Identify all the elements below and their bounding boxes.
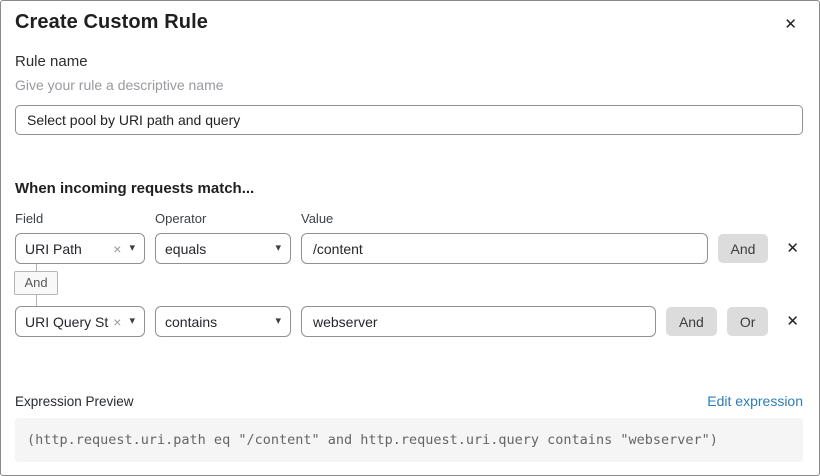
- chevron-down-icon: ▾: [129, 242, 135, 254]
- rule-name-label: Rule name: [15, 53, 88, 70]
- operator-select-value: contains: [165, 313, 218, 330]
- value-input[interactable]: [301, 306, 656, 338]
- dialog-header: Create Custom Rule ✕: [15, 11, 803, 34]
- rule-name-input[interactable]: [15, 105, 803, 135]
- field-select-value: URI Path: [25, 240, 82, 257]
- operator-select-value: equals: [165, 240, 207, 257]
- dialog-title: Create Custom Rule: [15, 11, 208, 33]
- connector-line: [35, 295, 37, 307]
- match-section: When incoming requests match... Field Op…: [14, 180, 803, 338]
- condition-row: URI Path × ▾ equals ▾ And ✕: [15, 233, 803, 264]
- value-input[interactable]: [301, 233, 708, 264]
- match-heading: When incoming requests match...: [15, 180, 255, 197]
- edit-expression-link[interactable]: Edit expression: [707, 393, 803, 410]
- and-button[interactable]: And: [717, 234, 769, 263]
- field-select-value: URI Query St...: [25, 313, 109, 330]
- rule-name-helper: Give your rule a descriptive name: [15, 77, 224, 93]
- and-connector: And: [14, 264, 58, 307]
- operator-select[interactable]: equals ▾: [155, 233, 291, 264]
- chevron-down-icon: ▾: [129, 315, 135, 328]
- or-button[interactable]: Or: [726, 307, 769, 337]
- remove-condition-icon[interactable]: ✕: [782, 312, 803, 331]
- chevron-down-icon: ▾: [275, 242, 281, 254]
- clear-selection-icon[interactable]: ×: [113, 240, 122, 257]
- operator-select[interactable]: contains ▾: [155, 306, 291, 338]
- value-column-label: Value: [301, 211, 334, 226]
- clear-selection-icon[interactable]: ×: [113, 313, 122, 330]
- and-connector-badge: And: [14, 271, 58, 296]
- field-column-label: Field: [15, 211, 44, 226]
- connector-line: [35, 264, 37, 271]
- condition-row: URI Query St... × ▾ contains ▾ And Or ✕: [15, 306, 803, 338]
- field-select[interactable]: URI Path × ▾: [15, 233, 145, 264]
- chevron-down-icon: ▾: [275, 315, 281, 328]
- rule-name-section: Rule name Give your rule a descriptive n…: [15, 53, 803, 135]
- column-labels: Field Operator Value: [15, 211, 803, 226]
- and-button[interactable]: And: [665, 307, 717, 337]
- field-select[interactable]: URI Query St... × ▾: [15, 306, 145, 338]
- expression-preview-section: Expression Preview Edit expression (http…: [15, 393, 803, 463]
- operator-column-label: Operator: [155, 211, 207, 226]
- expression-preview-label: Expression Preview: [15, 394, 134, 410]
- close-icon[interactable]: ✕: [780, 13, 801, 36]
- expression-code: (http.request.uri.path eq "/content" and…: [15, 418, 803, 463]
- remove-condition-icon[interactable]: ✕: [782, 239, 803, 258]
